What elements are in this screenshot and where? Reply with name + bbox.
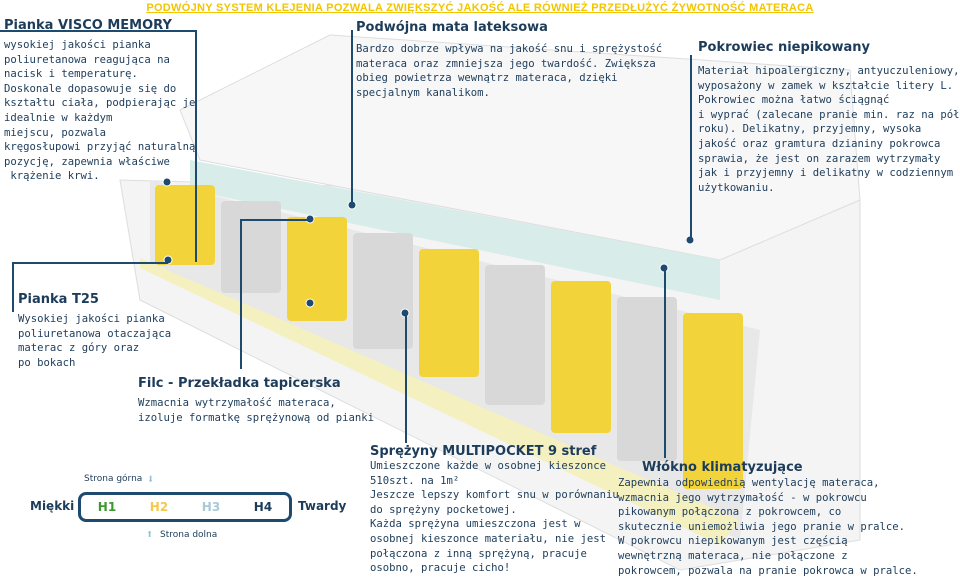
leader-line <box>195 30 197 262</box>
visco-text: wysokiej jakości pianka poliuretanowa re… <box>4 39 196 183</box>
spring-zone <box>155 185 215 265</box>
visco-title: Pianka VISCO MEMORY <box>4 18 172 33</box>
arrow-down-icon: ⬇ <box>147 472 155 486</box>
banner: PODWÓJNY SYSTEM KLEJENIA POZWALA ZWIĘKSZ… <box>146 2 814 14</box>
leader-line <box>12 262 14 312</box>
soft-label: Miękki <box>30 499 75 513</box>
latex-layer <box>190 160 720 300</box>
top-side-label: Strona górna <box>84 474 143 484</box>
fiber-title: Włókno klimatyzujące <box>642 460 803 475</box>
spring-zone <box>221 201 281 293</box>
spring-zone <box>419 249 479 377</box>
level-h1: H1 <box>97 500 117 514</box>
t25-text: Wysokiej jakości pianka poliuretanowa ot… <box>18 313 172 369</box>
leader-line <box>405 313 407 443</box>
spring-zone <box>683 313 743 489</box>
hard-label: Twardy <box>298 499 347 513</box>
latex-title: Podwójna mata lateksowa <box>356 20 548 35</box>
leader-line <box>240 219 242 369</box>
leader-line <box>240 219 310 221</box>
t25-title: Pianka T25 <box>18 292 99 307</box>
spring-zone <box>353 233 413 349</box>
filc-text: Wzmacnia wytrzymałość materaca, izoluje … <box>138 397 374 424</box>
firmness-scale: H1 H2 H3 H4 <box>78 492 292 522</box>
latex-text: Bardzo dobrze wpływa na jakość snu i spr… <box>356 43 663 99</box>
filc-title: Filc - Przekładka tapicerska <box>138 376 341 391</box>
spring-zone <box>551 281 611 433</box>
fiber-text: Zapewnia odpowiednią wentylację materaca… <box>618 477 918 577</box>
springs-title: Sprężyny MULTIPOCKET 9 stref <box>370 444 597 459</box>
leader-line <box>664 268 666 458</box>
leader-line <box>12 262 168 264</box>
cover-text: Materiał hipoalergiczny, antyuczuleniowy… <box>698 65 960 194</box>
springs-text: Umieszczone każde w osobnej kieszonce 51… <box>370 460 619 575</box>
level-h4: H4 <box>253 500 273 514</box>
level-h2: H2 <box>149 500 169 514</box>
spring-zone <box>287 217 347 321</box>
marker-filc-2 <box>305 298 315 308</box>
cover-title: Pokrowiec niepikowany <box>698 40 870 55</box>
spring-zone <box>617 297 677 461</box>
leader-line <box>0 30 196 32</box>
felt-layer <box>140 258 740 545</box>
marker-visco <box>162 177 172 187</box>
bottom-side-label: Strona dolna <box>160 530 218 540</box>
level-h3: H3 <box>201 500 221 514</box>
spring-zone <box>485 265 545 405</box>
leader-line <box>690 55 692 240</box>
arrow-up-icon: ⬆ <box>146 527 154 541</box>
leader-line <box>351 30 353 205</box>
